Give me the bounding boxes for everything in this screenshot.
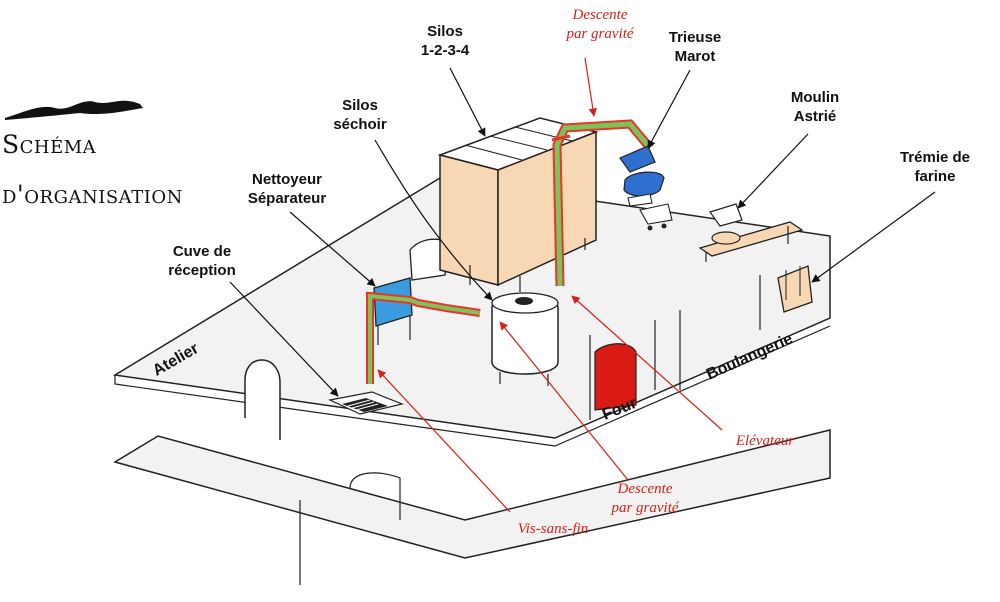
leader-silos-1234 [449, 67, 486, 137]
leader-descente-bottom [499, 321, 629, 481]
separator-legs [377, 315, 411, 345]
dryer-silo-legs [499, 372, 549, 386]
screw-conveyor [366, 291, 481, 384]
label-moulin: Moulin Astrié [790, 89, 840, 125]
mill-table-legs [705, 226, 789, 262]
boulangerie-wall [654, 275, 761, 390]
label-vis: Vis-sans-fin [517, 521, 589, 537]
title-line2: d'organisation [2, 180, 183, 209]
label-descente-bottom: Descente par gravité [611, 481, 679, 516]
label-descente-top: Descente par gravité [566, 7, 634, 42]
reception-grill-lines [347, 399, 379, 411]
label-silos-sechoir: Silos séchoir [333, 97, 387, 133]
sorter-drum [623, 171, 665, 197]
diagram-title-line1: Schéma [2, 130, 96, 159]
mill-table [698, 221, 804, 257]
atelier-arch [244, 359, 281, 440]
lower-floor-arch [349, 472, 401, 520]
floor-front-edge [114, 325, 831, 447]
leader-silos-sechoir [374, 139, 493, 301]
leader-moulin [737, 133, 809, 209]
leader-elevateur [571, 295, 723, 431]
label-silos-1234: Silos 1-2-3-4 [420, 23, 470, 59]
diagram-title-line2: d'organisation [2, 180, 183, 209]
leader-vis [377, 369, 511, 513]
lower-floor [113, 429, 831, 559]
leader-descente-top [584, 57, 597, 117]
sorter-stand [627, 193, 653, 207]
leader-nettoyeur [289, 211, 376, 287]
label-tremie: Trémie de farine [899, 149, 971, 185]
mill-stone [711, 231, 741, 245]
label-trieuse: Trieuse Marot [668, 29, 722, 65]
reception-grill [342, 398, 388, 412]
red-leaders [377, 57, 723, 513]
label-cuve: Cuve de réception [168, 243, 236, 279]
flour-hopper-frame [785, 266, 801, 300]
title-line1: Schéma [2, 130, 97, 159]
dryer-silo-lid [515, 297, 533, 305]
label-elevateur: Elévateur [735, 433, 795, 449]
leader-cuve [229, 281, 339, 397]
leader-tremie [811, 191, 936, 283]
label-nettoyeur: Nettoyeur Séparateur [247, 171, 327, 207]
leader-trieuse [647, 69, 691, 149]
silos-box-side [497, 130, 597, 287]
black-leaders [229, 67, 936, 397]
mill-hopper [709, 203, 743, 227]
silos-box-front [439, 154, 499, 286]
title-brush-stroke [5, 100, 143, 120]
sorter-hopper [619, 145, 656, 173]
sorter-cart [639, 203, 673, 225]
elevator-pipe [551, 119, 654, 287]
